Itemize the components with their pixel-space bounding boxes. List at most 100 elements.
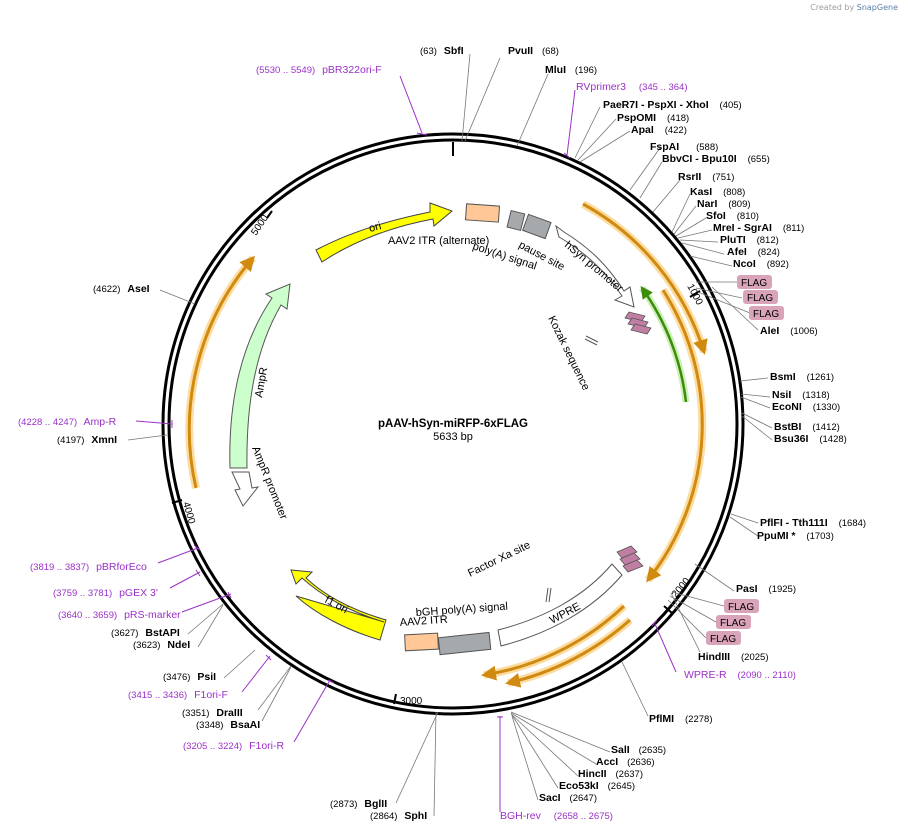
wpre-box[interactable] (497, 563, 623, 647)
kozak-marker[interactable]: Kozak sequence (545, 314, 599, 392)
site-ppumi[interactable]: PpuMI * (1703) (757, 530, 834, 542)
svg-text:(3623) NdeI: (3623) NdeI (133, 639, 190, 651)
site-kasi[interactable]: KasI (808) (690, 186, 745, 198)
hsyn-label: hSyn promoter (562, 239, 625, 295)
polya-box[interactable] (506, 209, 526, 232)
site-hindiii[interactable]: HindIII (2025) (698, 651, 768, 663)
factor-xa-marker[interactable]: Factor Xa site (466, 539, 552, 603)
site-pluti[interactable]: PluTI (812) (720, 234, 779, 246)
aav2-itr-top-box[interactable] (464, 203, 501, 223)
site-alei[interactable]: AleI (1006) (760, 325, 818, 337)
feature-ori[interactable]: ori (315, 202, 453, 263)
site-saci[interactable]: SacI (2647) (539, 792, 597, 804)
bgh-polya-box[interactable] (437, 631, 492, 656)
site-bstbi[interactable]: BstBI (1412) (774, 421, 840, 433)
svg-text:BGH-rev (2658 .. 2675): BGH-rev (2658 .. 2675) (500, 810, 613, 822)
primer-bgh-rev[interactable]: BGH-rev (2658 .. 2675) (500, 810, 613, 822)
site-bstapi[interactable]: (3627) BstAPI (111, 627, 180, 639)
flag-tag[interactable]: FLAG (743, 290, 778, 304)
site-econi[interactable]: EcoNI (1330) (772, 401, 840, 413)
site-bbvci-bpu10i[interactable]: BbvCI - Bpu10I (655) (662, 153, 770, 165)
svg-text:PasI (1925): PasI (1925) (736, 583, 796, 595)
site-draiii[interactable]: (3351) DraIII (182, 707, 243, 719)
ori-label: ori (368, 220, 383, 235)
site-pspomi[interactable]: PspOMI (418) (617, 112, 689, 124)
primer-rvprimer3[interactable]: RVprimer3 (345 .. 364) (576, 81, 688, 93)
svg-text:NsiI (1318): NsiI (1318) (772, 389, 830, 401)
site-pasi[interactable]: PasI (1925) (736, 583, 796, 595)
site-mrei-sgrai[interactable]: MreI - SgrAI (811) (713, 222, 804, 234)
primer-pbrforeco[interactable]: (3819 .. 3837) pBRforEco (30, 561, 147, 573)
flag-mark (630, 323, 652, 335)
pause-site-box[interactable] (522, 213, 552, 240)
f1-ori-arrow[interactable] (290, 569, 387, 641)
flag-tag[interactable]: FLAG (737, 275, 772, 289)
mirfp-arc[interactable] (639, 285, 690, 403)
svg-text:(2864) SphI: (2864) SphI (370, 810, 427, 822)
svg-text:FspAI (588): FspAI (588) (650, 141, 718, 153)
primer-prs-marker[interactable]: (3640 .. 3659) pRS-marker (58, 609, 181, 621)
svg-text:(3759 .. 3781) pGEX 3': (3759 .. 3781) pGEX 3' (53, 587, 158, 599)
site-rsrii[interactable]: RsrII (751) (678, 171, 734, 183)
site-sfoi[interactable]: SfoI (810) (706, 210, 759, 222)
feature-hsyn-promoter[interactable]: hSyn promoter (555, 224, 635, 308)
snapgene-logo[interactable]: SnapGene (856, 3, 898, 12)
site-bsu36i[interactable]: Bsu36I (1428) (774, 433, 847, 445)
site-afei[interactable]: AfeI (824) (727, 246, 780, 258)
site-apai[interactable]: ApaI (422) (631, 124, 687, 136)
site-nari[interactable]: NarI (809) (697, 198, 751, 210)
svg-text:PflFI - Tth111I (1684): PflFI - Tth111I (1684) (760, 517, 866, 529)
flag-tag[interactable]: FLAG (724, 599, 759, 613)
site-pflmi[interactable]: PflMI (2278) (649, 713, 712, 725)
ampr-promoter-arrow[interactable] (231, 471, 260, 507)
feature-ampr[interactable]: AmpR (229, 283, 291, 469)
primer-amp-r[interactable]: (4228 .. 4247) Amp-R (18, 416, 117, 428)
site-bsaai[interactable]: (3348) BsaAI (196, 719, 260, 731)
primer-f1ori-r[interactable]: (3205 .. 3224) F1ori-R (183, 740, 284, 752)
ori-arrow[interactable] (315, 202, 453, 263)
site-fspai[interactable]: FspAI (588) (650, 141, 718, 153)
site-hincii[interactable]: HincII (2637) (578, 768, 643, 780)
site-psii[interactable]: (3476) PsiI (163, 671, 216, 683)
svg-text:FLAG: FLAG (753, 309, 779, 320)
site-sphi[interactable]: (2864) SphI (370, 810, 427, 822)
svg-text:RVprimer3 (345 .. 364): RVprimer3 (345 .. 364) (576, 81, 688, 93)
bgh-polya-label: bGH poly(A) signal (415, 601, 508, 619)
flag-tag[interactable]: FLAG (706, 631, 741, 645)
svg-text:Eco53kI (2645): Eco53kI (2645) (559, 780, 635, 792)
site-xmni[interactable]: (4197) XmnI (57, 434, 117, 446)
site-ndei[interactable]: (3623) NdeI (133, 639, 190, 651)
svg-text:Bsu36I (1428): Bsu36I (1428) (774, 433, 847, 445)
flag-tag[interactable]: FLAG (749, 306, 784, 320)
site-pvuii[interactable]: PvuII (68) (508, 45, 559, 57)
site-eco53ki[interactable]: Eco53kI (2645) (559, 780, 635, 792)
site-sali[interactable]: SalI (2635) (611, 744, 666, 756)
site-bglii[interactable]: (2873) BglII (330, 798, 387, 810)
flag-marks-top[interactable] (624, 311, 652, 335)
site-asei[interactable]: (4622) AseI (93, 283, 150, 295)
site-paer7i-pspxi-xhoi[interactable]: PaeR7I - PspXI - XhoI (405) (603, 99, 742, 111)
flag-tag[interactable]: FLAG (716, 615, 751, 629)
primer-wpre-r[interactable]: WPRE-R (2090 .. 2110) (684, 669, 796, 681)
feature-aav2-itr-bottom[interactable]: AAV2 ITR (399, 614, 448, 652)
hsyn-arrow[interactable] (555, 224, 635, 308)
snapgene-watermark: Created by SnapGene (810, 3, 898, 12)
feature-aav2-itr-top[interactable]: AAV2 ITR (alternate) (388, 203, 501, 247)
primer-pgex-3[interactable]: (3759 .. 3781) pGEX 3' (53, 587, 158, 599)
flag-marks-bottom[interactable] (616, 545, 644, 573)
feature-wpre[interactable]: WPRE (497, 563, 623, 647)
flag-mark (622, 559, 644, 573)
site-sbfi[interactable]: (63) SbfI (420, 45, 464, 57)
site-ncoi[interactable]: NcoI (892) (733, 258, 789, 270)
primer-f1ori-f[interactable]: (3415 .. 3436) F1ori-F (128, 689, 228, 701)
aav2-itr-bottom-box[interactable] (404, 632, 439, 652)
site-acci[interactable]: AccI (2636) (596, 756, 655, 768)
primer-pbr322ori-f[interactable]: (5530 .. 5549) pBR322ori-F (256, 64, 382, 76)
site-bsmi[interactable]: BsmI (1261) (770, 371, 834, 383)
feature-f1-ori[interactable]: f1 ori (290, 569, 387, 641)
ampr-arrow[interactable] (229, 283, 291, 469)
site-mlui[interactable]: MluI (196) (545, 64, 597, 76)
svg-text:(4197) XmnI: (4197) XmnI (57, 434, 117, 446)
site-nsii[interactable]: NsiI (1318) (772, 389, 830, 401)
site-pflfi-tth111i[interactable]: PflFI - Tth111I (1684) (760, 517, 866, 529)
